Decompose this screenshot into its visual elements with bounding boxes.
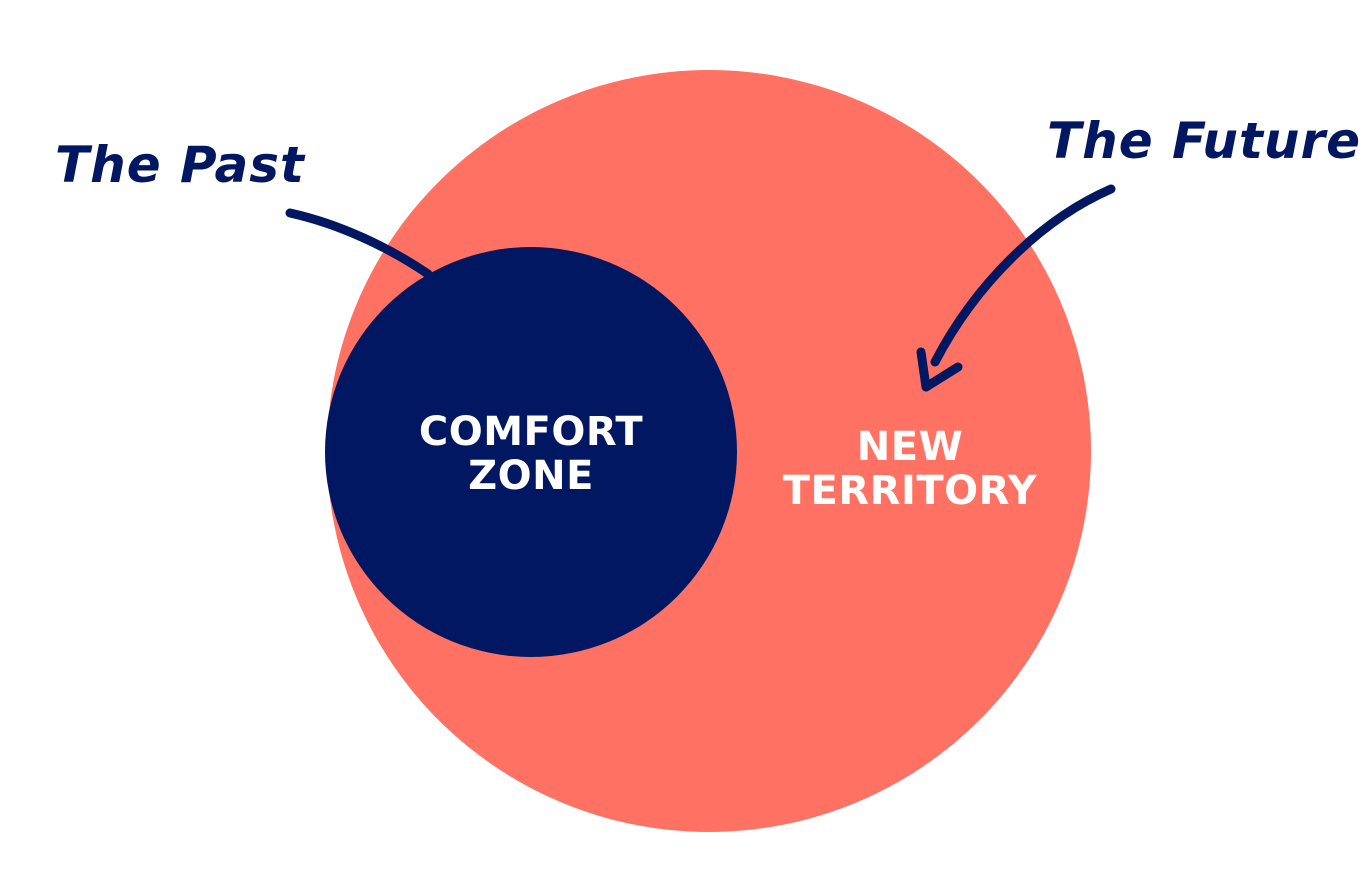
comfort-zone-label-line1: COMFORT bbox=[419, 409, 643, 455]
the-past-annotation: The Past bbox=[55, 136, 306, 194]
the-future-annotation: The Future bbox=[1047, 112, 1361, 170]
comfort-zone-label-line2: ZONE bbox=[468, 453, 594, 499]
comfort-zone-circle bbox=[325, 247, 737, 657]
new-territory-label-line1: NEW bbox=[857, 424, 963, 470]
future-arrow bbox=[930, 184, 1116, 367]
future-arrowhead bbox=[916, 347, 963, 392]
new-territory-label-line2: TERRITORY bbox=[783, 468, 1038, 514]
past-arrow bbox=[285, 208, 433, 279]
